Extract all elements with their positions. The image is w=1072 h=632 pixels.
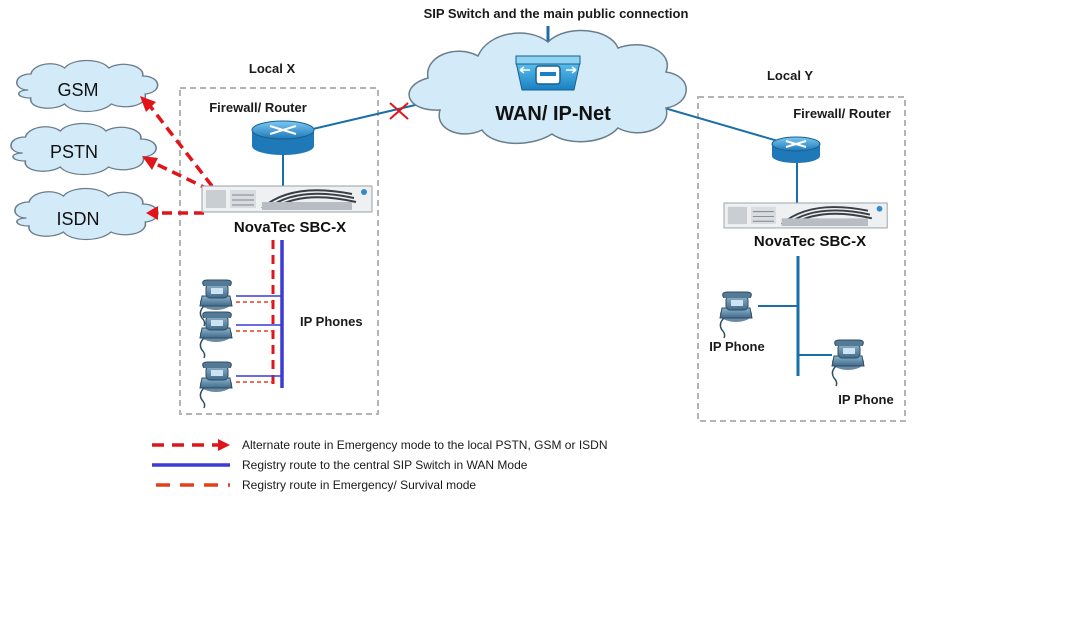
local-x-title: Local X <box>249 61 296 76</box>
legend: Alternate route in Emergency mode to the… <box>152 438 607 492</box>
ip-phone-icon <box>199 361 233 409</box>
local-x-phone-branches <box>236 295 282 383</box>
ip-phone-icon <box>831 339 865 387</box>
legend-registry-emergency-text: Registry route in Emergency/ Survival mo… <box>242 478 476 492</box>
top-label: SIP Switch and the main public connectio… <box>424 6 689 21</box>
broken-link-mark <box>389 102 409 120</box>
local-y-sbc-icon <box>723 202 889 229</box>
ip-phone-icon <box>719 291 753 339</box>
sip-switch-icon <box>515 55 581 91</box>
local-x-box <box>179 87 379 415</box>
local-x-router-icon <box>251 120 315 155</box>
local-x-sbc-label: NovaTec SBC-X <box>234 219 346 236</box>
local-y-router-icon <box>771 136 821 163</box>
local-y-title: Local Y <box>767 68 813 83</box>
legend-alternate-text: Alternate route in Emergency mode to the… <box>242 438 607 452</box>
legend-registry-wan-text: Registry route to the central SIP Switch… <box>242 458 528 472</box>
local-y-phone-label-2: IP Phone <box>838 392 893 407</box>
local-x-phones-label: IP Phones <box>300 314 363 329</box>
local-x-router-label: Firewall/ Router <box>209 100 307 115</box>
legend-alternate-arrowhead <box>218 439 230 451</box>
local-y-phone-label-1: IP Phone <box>709 339 764 354</box>
wan-label: WAN/ IP-Net <box>495 103 611 125</box>
ip-phone-icon <box>199 311 233 359</box>
alternate-route-arrowheads <box>140 96 158 220</box>
local-y-box <box>697 96 906 422</box>
isdn-label: ISDN <box>56 209 99 229</box>
local-y-router-label: Firewall/ Router <box>793 106 891 121</box>
gsm-label: GSM <box>57 80 98 100</box>
local-x-sbc-icon <box>201 185 373 213</box>
local-y-sbc-label: NovaTec SBC-X <box>754 233 866 250</box>
pstn-label: PSTN <box>50 142 98 162</box>
alternate-routes <box>148 104 214 215</box>
